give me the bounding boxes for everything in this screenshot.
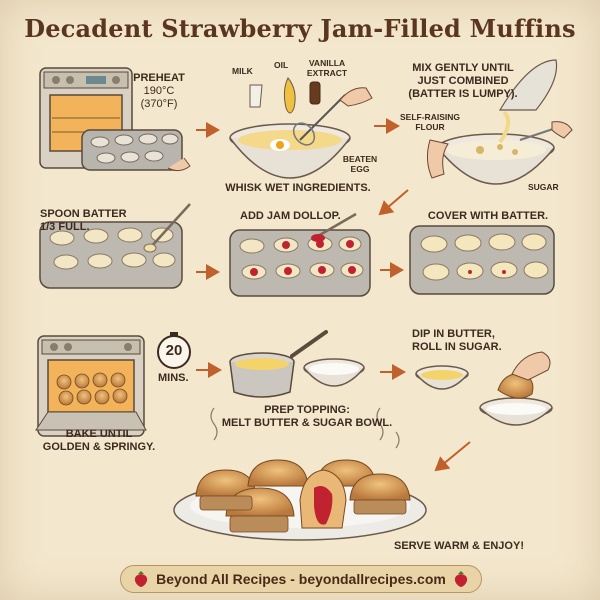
egg-label: BEATEN EGG xyxy=(342,154,378,174)
milk-label: MILK xyxy=(232,66,253,76)
preheat-fahrenheit: (370°F) xyxy=(140,98,178,110)
dip-butter-bowl-icon xyxy=(415,365,469,390)
jam-tin-icon xyxy=(229,212,371,297)
vanilla-label: VANILLA EXTRACT xyxy=(306,58,348,78)
mix-label: MIX GENTLY UNTIL JUST COMBINED (BATTER I… xyxy=(408,62,518,100)
footer-banner: Beyond All Recipes - beyondallrecipes.co… xyxy=(120,565,482,593)
timer-unit: MINS. xyxy=(158,372,189,384)
roll-sugar-bowl-icon xyxy=(479,351,553,426)
timer-icon xyxy=(157,332,191,369)
preheat-label: PREHEAT 190°C (370°F) xyxy=(132,72,186,111)
preheat-celsius: 190°C xyxy=(143,85,175,97)
jam-label: ADD JAM DOLLOP. xyxy=(240,210,341,222)
flour-label: SELF-RAISING FLOUR xyxy=(400,112,460,132)
covered-tin-icon xyxy=(409,225,555,295)
topping-label: PREP TOPPING: MELT BUTTER & SUGAR BOWL. xyxy=(221,404,393,429)
wet-ingredients-bowl-icon xyxy=(229,77,373,179)
serving-platter-icon xyxy=(173,407,427,541)
serve-label: SERVE WARM & ENJOY! xyxy=(394,540,524,552)
sugar-bowl-icon xyxy=(303,358,365,387)
bake-label: BAKE UNTIL GOLDEN & SPRINGY. xyxy=(42,428,156,453)
whisk-label: WHISK WET INGREDIENTS. xyxy=(225,182,371,194)
cover-label: COVER WITH BATTER. xyxy=(427,210,549,222)
dip-label: DIP IN BUTTER, ROLL IN SUGAR. xyxy=(412,328,502,353)
oven-baking-icon xyxy=(35,335,147,437)
spoon-label: SPOON BATTER 1/3 FULL. xyxy=(40,208,127,233)
batter-tin-icon xyxy=(39,203,191,289)
sugar-label: SUGAR xyxy=(528,182,559,192)
preheat-title: PREHEAT xyxy=(133,72,185,84)
timer-value: 20 xyxy=(165,342,183,359)
page-title: Decadent Strawberry Jam-Filled Muffins xyxy=(24,14,576,43)
footer-text: Beyond All Recipes - beyondallrecipes.co… xyxy=(156,571,446,587)
strawberry-icon xyxy=(454,571,467,587)
empty-muffin-tin-icon xyxy=(81,129,191,172)
butter-pan-icon xyxy=(229,330,328,398)
mixing-bowl-icon xyxy=(426,59,573,185)
oil-label: OIL xyxy=(274,60,289,70)
strawberry-icon xyxy=(135,571,148,587)
flow-arrows xyxy=(196,118,471,472)
